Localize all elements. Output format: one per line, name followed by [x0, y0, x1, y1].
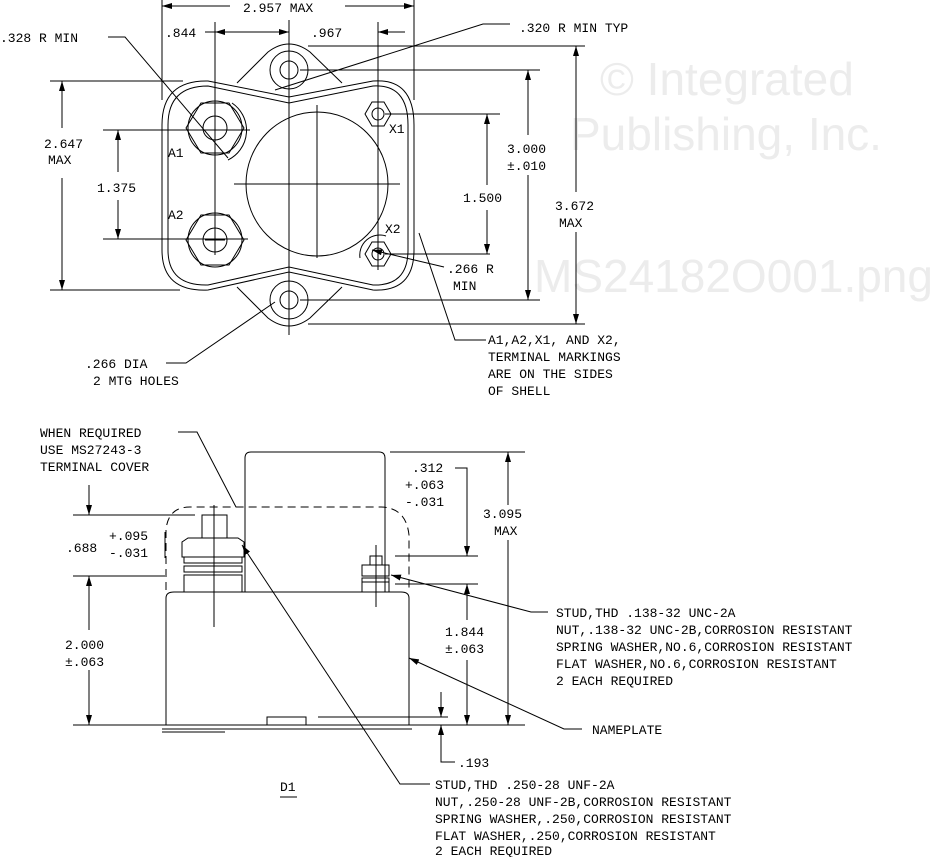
terminal-note-line: OF SHELL — [488, 384, 550, 399]
large-stud-note-line: SPRING WASHER,.250,CORROSION RESISTANT — [435, 812, 732, 827]
terminal-note-line: ARE ON THE SIDES — [488, 367, 613, 382]
dim-688: .688 — [66, 541, 97, 556]
mtg-holes-count: 2 MTG HOLES — [93, 374, 179, 389]
small-stud-note-line: SPRING WASHER,NO.6,CORROSION RESISTANT — [556, 640, 853, 655]
dim-312-plus: +.063 — [405, 478, 444, 493]
cover-note-line: USE MS27243-3 — [40, 443, 141, 458]
watermark-line: Publishing, Inc. — [570, 108, 882, 160]
dim-3095: 3.095 — [483, 507, 522, 522]
dim-3672-max: MAX — [559, 216, 583, 231]
side-view: WHEN REQUIRED USE MS27243-3 TERMINAL COV… — [40, 426, 853, 857]
cover-note-line: TERMINAL COVER — [40, 460, 149, 475]
nameplate-label: NAMEPLATE — [592, 723, 662, 738]
dim-3000-tol: ±.010 — [507, 159, 546, 174]
view-label-d1: D1 — [280, 780, 296, 795]
terminal-note-line: TERMINAL MARKINGS — [488, 350, 621, 365]
dim-688-plus: +.095 — [109, 529, 148, 544]
cover-note-line: WHEN REQUIRED — [40, 426, 142, 441]
dim-844: .844 — [165, 26, 196, 41]
dim-radius-266: .266 R — [447, 262, 494, 277]
shell-outline — [161, 80, 415, 291]
dim-2647: 2.647 — [44, 137, 83, 152]
terminal-x1 — [364, 101, 392, 127]
large-stud-note-line: STUD,THD .250-28 UNF-2A — [435, 778, 615, 793]
mtg-holes-dia: .266 DIA — [85, 357, 148, 372]
terminal-a2 — [185, 212, 245, 268]
nameplate-tab — [266, 716, 307, 726]
dim-3000: 3.000 — [507, 142, 546, 157]
shell-body — [165, 591, 410, 725]
dim-radius-266-min: MIN — [453, 279, 476, 294]
terminal-note-line: A1,A2,X1, AND X2, — [488, 333, 621, 348]
top-mounting-flange — [236, 43, 343, 84]
label-x2: X2 — [385, 222, 401, 237]
dim-1844-tol: ±.063 — [445, 642, 484, 657]
small-terminal-stud — [361, 545, 390, 607]
watermark: © Integrated Publishing, Inc. MS24182O00… — [534, 53, 933, 302]
watermark-line: MS24182O001.png — [534, 250, 933, 302]
dim-overall-width: 2.957 MAX — [243, 1, 313, 16]
dim-688-minus: -.031 — [109, 546, 148, 561]
small-stud-note-line: NUT,.138-32 UNC-2B,CORROSION RESISTANT — [556, 623, 853, 638]
label-a2: A2 — [168, 208, 184, 223]
dim-2000: 2.000 — [65, 638, 104, 653]
dim-967: .967 — [311, 26, 342, 41]
dim-radius-320: .320 R MIN TYP — [519, 21, 628, 36]
small-stud-note-line: FLAT WASHER,NO.6,CORROSION RESISTANT — [556, 657, 837, 672]
large-stud-note-line: NUT,.250-28 UNF-2B,CORROSION RESISTANT — [435, 795, 732, 810]
dome — [245, 111, 389, 257]
dim-193: .193 — [458, 756, 489, 771]
dim-1844: 1.844 — [445, 625, 484, 640]
dim-1500: 1.500 — [463, 191, 502, 206]
label-a1: A1 — [168, 146, 184, 161]
bottom-mounting-flange — [236, 286, 343, 327]
small-stud-note-line: STUD,THD .138-32 UNC-2A — [556, 606, 736, 621]
terminal-cover-outline — [165, 506, 410, 590]
dim-3672: 3.672 — [555, 199, 594, 214]
large-stud-note-line: 2 EACH REQUIRED — [435, 844, 552, 857]
dim-2000-tol: ±.063 — [65, 655, 104, 670]
dim-1375: 1.375 — [97, 181, 136, 196]
dim-radius-328: .328 R MIN — [0, 31, 78, 46]
dim-2647-max: MAX — [48, 153, 72, 168]
large-stud-note-line: FLAT WASHER,.250,CORROSION RESISTANT — [435, 829, 716, 844]
dim-312-minus: -.031 — [405, 495, 444, 510]
top-view: A1 A2 X1 X2 2.957 MAX .844 .967 .320 R M… — [0, 0, 628, 399]
small-stud-note-line: 2 EACH REQUIRED — [556, 674, 673, 689]
watermark-line: © Integrated — [600, 53, 854, 105]
label-x1: X1 — [389, 122, 405, 137]
dim-3095-max: MAX — [494, 524, 518, 539]
large-terminal-stud — [181, 505, 245, 627]
dim-312: .312 — [412, 461, 443, 476]
